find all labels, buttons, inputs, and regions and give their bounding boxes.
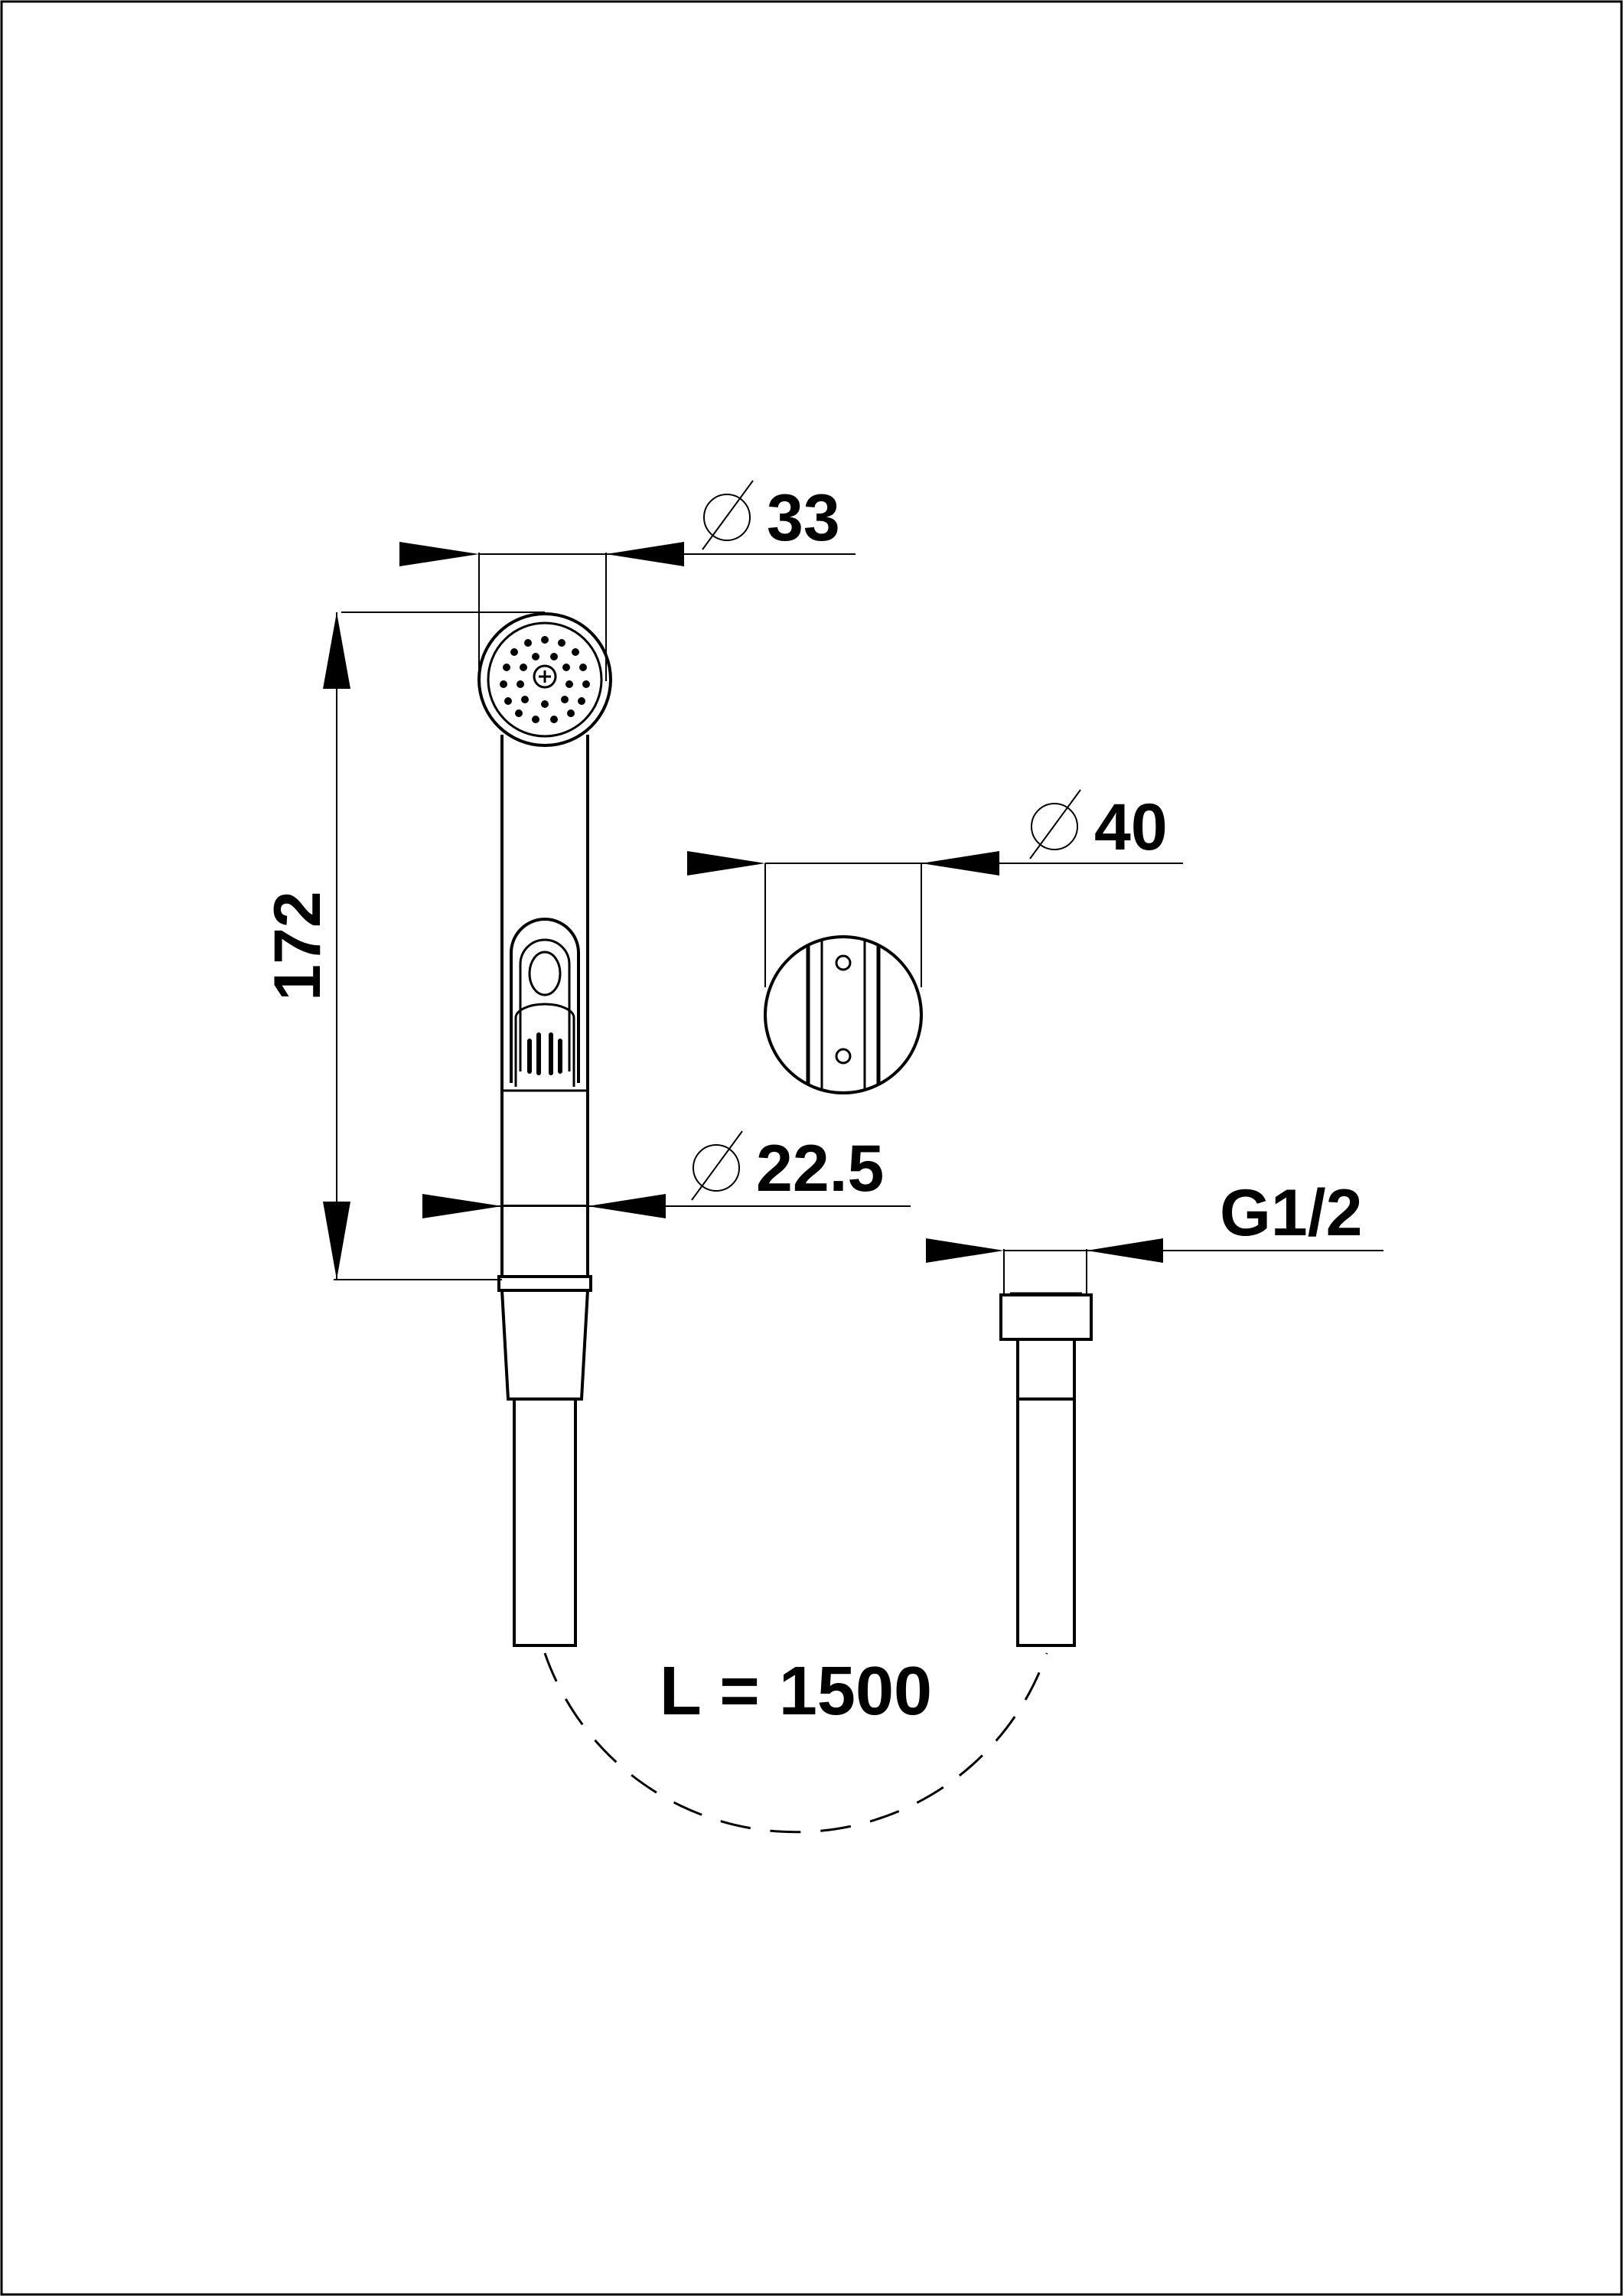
- handle-body: [500, 735, 589, 1278]
- hand-shower: [477, 612, 612, 1647]
- dimension-lines: [334, 480, 1383, 1293]
- spray-face: [487, 621, 603, 738]
- hose-length-arc: [543, 1652, 1048, 1834]
- hose-connector: [999, 1292, 1093, 1647]
- dim-handle-diameter: 22.5: [756, 1132, 884, 1205]
- dimension-arrows: [323, 542, 1163, 1280]
- connector-nut: [999, 1293, 1093, 1341]
- hose-nut: [500, 1290, 589, 1401]
- holder-screw-bottom: [835, 1048, 852, 1065]
- dim-connection-thread: G1/2: [1220, 1176, 1362, 1250]
- hose-left: [513, 1399, 577, 1647]
- handle-collar: [497, 1275, 592, 1292]
- dim-hose-length: L = 1500: [660, 1653, 932, 1730]
- grip-ribs: [527, 1032, 562, 1075]
- dim-handset-height: 172: [261, 891, 334, 1001]
- connector-ferrule: [1016, 1339, 1076, 1401]
- trigger-button: [528, 951, 562, 996]
- trigger-lever-inner: [519, 938, 571, 1071]
- wall-holder: [764, 935, 923, 1094]
- dim-holder-diameter: 40: [1094, 791, 1168, 864]
- holder-disc: [764, 935, 923, 1094]
- center-screw: [533, 664, 557, 689]
- spray-nozzles: [500, 636, 590, 723]
- grip: [514, 1003, 575, 1087]
- hose-right: [1016, 1399, 1076, 1647]
- trigger-lever: [510, 918, 580, 1083]
- dim-spray-head-diameter: 33: [767, 481, 840, 555]
- holder-screw-top: [835, 954, 852, 971]
